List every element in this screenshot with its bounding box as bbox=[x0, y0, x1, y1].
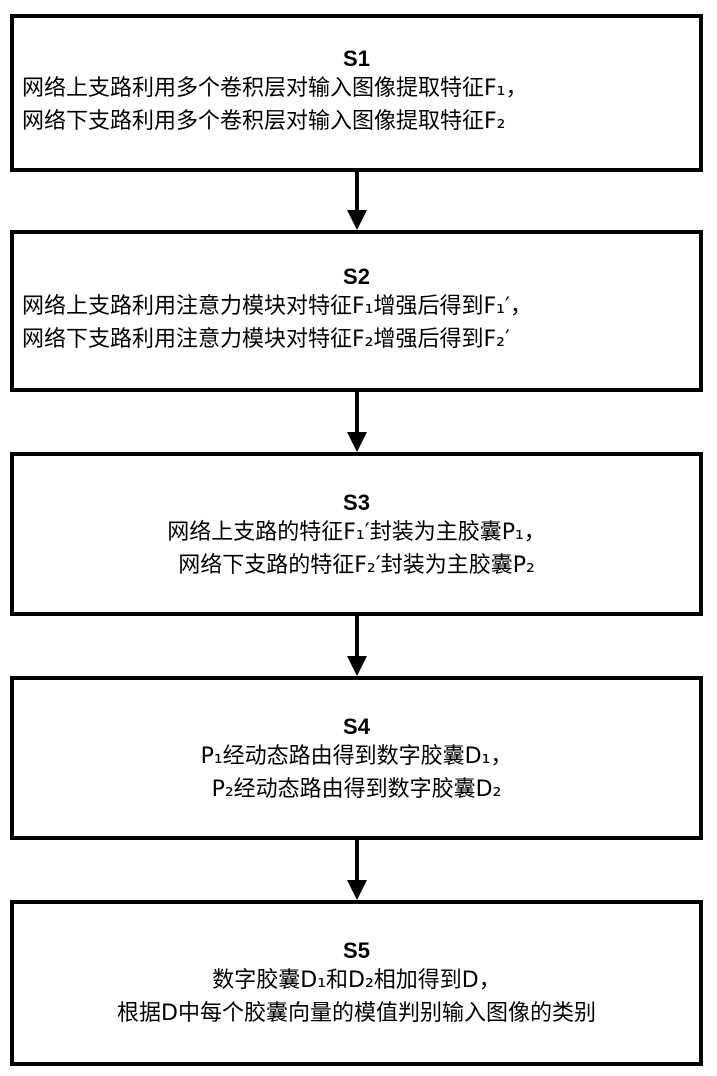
step-label-s1: S1 bbox=[14, 46, 699, 72]
step-s4-line-1: P₁经动态路由得到数字胶囊D₁， bbox=[14, 740, 699, 773]
arrow-s4-s5 bbox=[347, 840, 367, 900]
step-s5-line-2: 根据D中每个胶囊向量的模值判别输入图像的类别 bbox=[14, 997, 699, 1030]
arrow-s2-s3 bbox=[347, 392, 367, 452]
step-s1-line-1: 网络上支路利用多个卷积层对输入图像提取特征F₁， bbox=[14, 72, 699, 105]
step-s4-line-2: P₂经动态路由得到数字胶囊D₂ bbox=[14, 773, 699, 806]
step-box-s2: S2 网络上支路利用注意力模块对特征F₁增强后得到F₁′， 网络下支路利用注意力… bbox=[10, 230, 703, 392]
step-box-s5: S5 数字胶囊D₁和D₂相加得到D， 根据D中每个胶囊向量的模值判别输入图像的类… bbox=[10, 900, 703, 1066]
step-label-s3: S3 bbox=[14, 490, 699, 516]
step-box-s1: S1 网络上支路利用多个卷积层对输入图像提取特征F₁， 网络下支路利用多个卷积层… bbox=[10, 14, 703, 172]
step-box-s4: S4 P₁经动态路由得到数字胶囊D₁， P₂经动态路由得到数字胶囊D₂ bbox=[10, 676, 703, 840]
step-label-s4: S4 bbox=[14, 714, 699, 740]
step-s3-line-2: 网络下支路的特征F₂′封装为主胶囊P₂ bbox=[14, 549, 699, 582]
step-s2-line-2: 网络下支路利用注意力模块对特征F₂增强后得到F₂′ bbox=[14, 323, 699, 356]
step-s1-line-2: 网络下支路利用多个卷积层对输入图像提取特征F₂ bbox=[14, 105, 699, 138]
step-s5-line-1: 数字胶囊D₁和D₂相加得到D， bbox=[14, 964, 699, 997]
arrow-s1-s2 bbox=[347, 172, 367, 230]
step-box-s3: S3 网络上支路的特征F₁′封装为主胶囊P₁， 网络下支路的特征F₂′封装为主胶… bbox=[10, 452, 703, 616]
step-s2-line-1: 网络上支路利用注意力模块对特征F₁增强后得到F₁′， bbox=[14, 290, 699, 323]
arrow-s3-s4 bbox=[347, 616, 367, 676]
step-s3-line-1: 网络上支路的特征F₁′封装为主胶囊P₁， bbox=[14, 516, 699, 549]
step-label-s2: S2 bbox=[14, 264, 699, 290]
step-label-s5: S5 bbox=[14, 938, 699, 964]
